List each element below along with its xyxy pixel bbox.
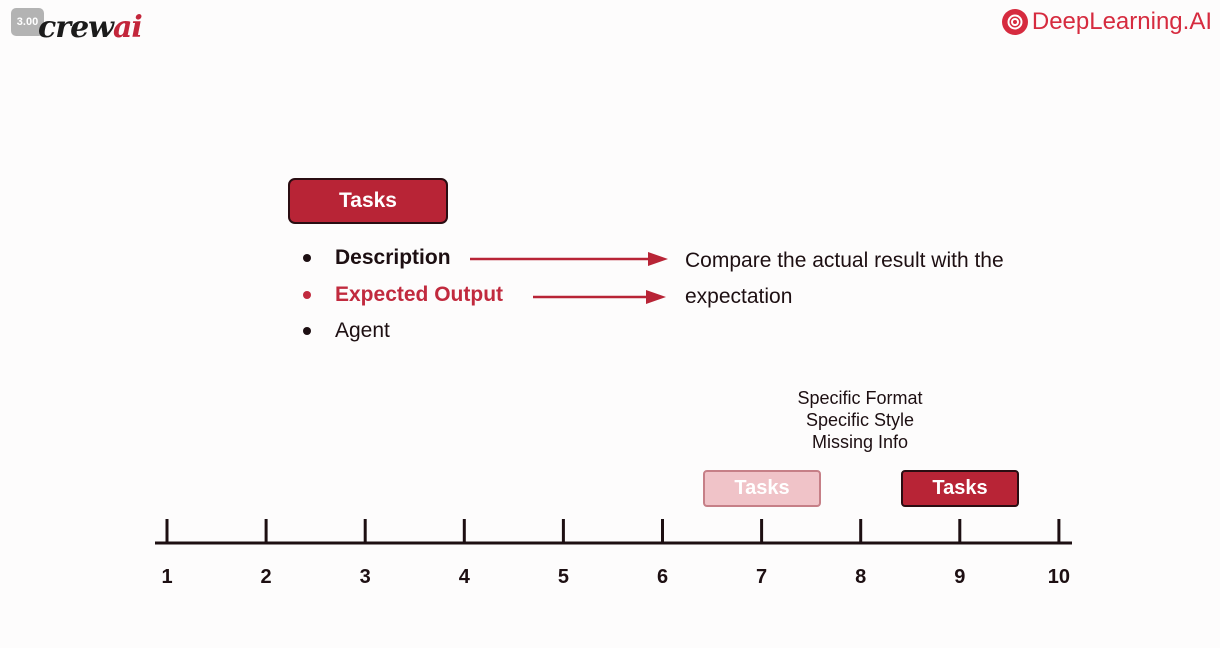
deeplearning-logo: DeepLearning.AI — [1001, 8, 1212, 36]
playback-speed-badge[interactable]: 3.00 — [11, 8, 44, 36]
list-item-expected-output: Expected Output — [303, 283, 503, 307]
list-item-agent: Agent — [303, 319, 390, 343]
list-item-label: Description — [335, 246, 451, 269]
timeline-tick-label: 9 — [954, 566, 966, 588]
timeline-task-faded: Tasks — [703, 470, 821, 507]
timeline-tick-label: 7 — [756, 566, 768, 588]
feedback-line: Specific Format — [797, 388, 923, 408]
feedback-line: Specific Style — [805, 410, 915, 430]
tasks-title-box: Tasks — [288, 178, 448, 224]
timeline-tick-label: 3 — [359, 566, 371, 588]
timeline-tick-label: 10 — [1047, 566, 1071, 588]
crewai-logo: crewai — [38, 10, 143, 45]
list-item-label: Expected Output — [335, 283, 504, 306]
timeline-task-active: Tasks — [901, 470, 1019, 507]
deeplearning-icon — [1001, 9, 1028, 35]
list-item-description: Description — [303, 246, 451, 270]
arrow-description — [470, 252, 668, 266]
timeline-tick-label: 6 — [656, 566, 669, 588]
bullet-icon — [303, 291, 311, 299]
list-item-label: Agent — [335, 319, 390, 342]
timeline-tick-label: 1 — [161, 566, 173, 588]
timeline-tick-label: 2 — [260, 566, 272, 588]
compare-text: Compare the actual result with the expec… — [685, 249, 1004, 308]
timeline-tick-label: 5 — [557, 566, 569, 588]
bullet-icon — [303, 327, 311, 335]
crewai-logo-crew: crew — [38, 10, 114, 45]
feedback-line: Missing Info — [811, 432, 909, 452]
crewai-logo-ai: ai — [112, 10, 143, 45]
arrow-expected-output — [533, 290, 666, 304]
timeline-tick-label: 4 — [458, 566, 470, 588]
deeplearning-wordmark: DeepLearning.AI — [1031, 8, 1212, 35]
timeline-tick-label: 8 — [855, 566, 867, 588]
feedback-list: Specific Format Specific Style Missing I… — [760, 387, 960, 453]
bullet-icon — [303, 254, 311, 262]
